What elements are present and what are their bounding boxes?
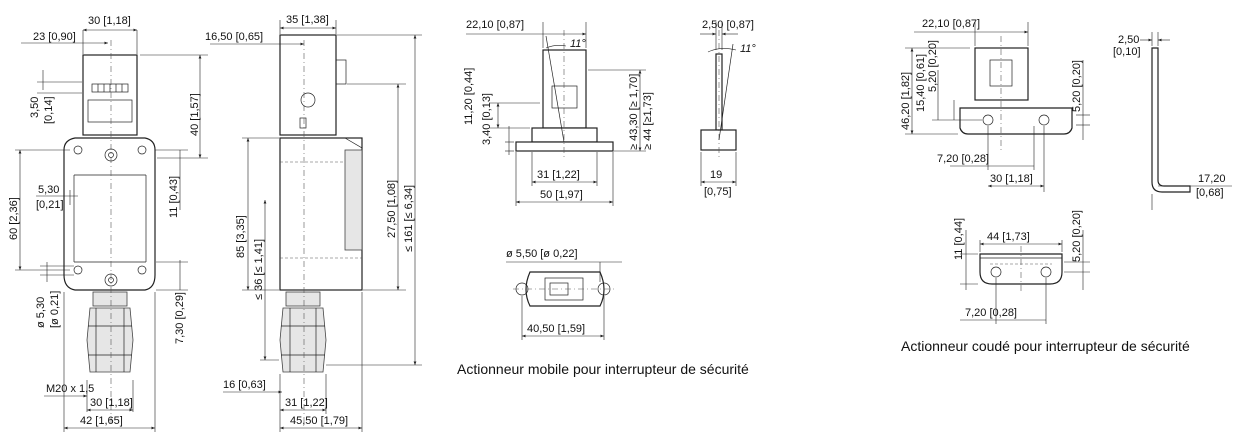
switch-front-view: 30 [1,18] 23 [0,90] 3,50 [0,14] 40 [1,57…	[8, 15, 208, 432]
screw-icon	[300, 92, 316, 108]
mobile-actuator-front: 22,10 [0,87] 11° 11,20 [0,44] 3,40 [0,13…	[463, 19, 654, 206]
cable-gland	[86, 307, 134, 373]
actuator-base	[515, 141, 614, 152]
dim-label: [0,21]	[36, 199, 64, 211]
dim-label: 7,20 [0,28]	[965, 307, 1017, 319]
dim-label: ø 5,30	[35, 297, 47, 328]
angled-base	[959, 107, 1073, 135]
dim-label: [0,10]	[1113, 46, 1141, 58]
dim-label: [0,75]	[704, 186, 732, 198]
mounting-hole-icon	[990, 266, 1002, 278]
caption-angled-actuator: Actionneur coudé pour interrupteur de sé…	[901, 338, 1190, 354]
dim-label: 35 [1,38]	[286, 14, 329, 26]
dim-label: 16,50 [0,65]	[205, 31, 263, 43]
dim-label: 44 [1,73]	[987, 231, 1030, 243]
mounting-hole-icon	[137, 265, 147, 275]
dim-label: 11 [0,44]	[953, 218, 965, 260]
dim-label: 23 [0,90]	[33, 31, 76, 43]
dim-label: 5,20 [0,20]	[1071, 210, 1083, 262]
mounting-hole-icon	[1038, 114, 1050, 126]
dim-label: 42 [1,65]	[80, 415, 123, 427]
mobile-actuator-top: ø 5,50 [ø 0,22] 40,50 [1,59]	[506, 248, 622, 340]
cable-gland	[279, 307, 327, 373]
mounting-hole-icon	[982, 114, 994, 126]
dim-label: 30 [1,18]	[990, 173, 1033, 185]
dim-label: 45,50 [1,79]	[290, 415, 348, 427]
mounting-hole-icon	[137, 145, 147, 155]
dim-label: 3,40 [0,13]	[481, 93, 493, 145]
dim-label: 5,30	[38, 184, 59, 196]
dim-label: 17,20	[1198, 173, 1226, 185]
dim-label: 31 [1,22]	[537, 169, 580, 181]
dim-label: ≤ 36 [≤ 1,41]	[253, 239, 265, 300]
dim-label: 2,50 [0,87]	[702, 19, 754, 31]
mounting-hole-icon	[73, 265, 83, 275]
dim-label: 5,20 [0,20]	[1071, 60, 1083, 112]
dim-label: 22,10 [0,87]	[466, 19, 524, 31]
actuator-tongue	[542, 49, 587, 129]
caption-mobile-actuator: Actionneur mobile pour interrupteur de s…	[457, 361, 749, 377]
dim-label: ≥ 43,30 [≥ 1,70]	[628, 74, 640, 150]
mounting-hole-icon	[73, 145, 83, 155]
angled-tongue	[974, 47, 1029, 101]
dim-label: ≤ 161 [≤ 6,34]	[403, 185, 415, 252]
dim-label: 85 [3,35]	[235, 215, 247, 258]
dim-label: ≥ 44 [≥1,73]	[642, 92, 654, 150]
dim-label: 40,50 [1,59]	[527, 323, 585, 335]
dim-label: 22,10 [0,87]	[922, 18, 980, 30]
dim-label: 30 [1,18]	[90, 397, 133, 409]
switch-head	[82, 54, 138, 136]
dim-label: [ø 0,21]	[49, 291, 61, 328]
mobile-actuator-side: 2,50 [0,87] 11° 19 [0,75]	[700, 19, 756, 198]
dim-label: 11,20 [0,44]	[463, 68, 475, 125]
dim-label: 11°	[570, 38, 586, 50]
dim-label: 19	[710, 169, 722, 181]
dim-label: [0,68]	[1196, 187, 1224, 199]
dim-label: 11°	[740, 43, 756, 55]
dim-label: 3,50	[29, 97, 41, 118]
switch-body	[63, 137, 156, 291]
dim-label: 50 [1,97]	[540, 189, 583, 201]
angled-actuator-side: 2,50 [0,10] 17,20 [0,68]	[1113, 32, 1232, 210]
switch-side-view: 35 [1,38] 16,50 [0,65] 85 [3,35] ≤ 36 [≤…	[205, 14, 422, 432]
dim-label: 2,50	[1118, 34, 1139, 46]
dim-label: 46,20 [1,82]	[900, 72, 912, 130]
dim-label: 15,40 [0,61]	[915, 54, 927, 112]
mounting-hole-icon	[1040, 266, 1052, 278]
angled-actuator-top: 11 [0,44] 44 [1,73] 5,20 [0,20] 7,20 [0,…	[953, 210, 1090, 324]
dim-label: 7,30 [0,29]	[174, 292, 186, 344]
cable-gland-nut	[285, 291, 321, 307]
dim-label: ø 5,50 [ø 0,22]	[506, 248, 578, 260]
dim-label: 11 [0,43]	[168, 176, 180, 218]
dim-label: M20 x 1,5	[46, 383, 94, 395]
angled-bracket-side	[1151, 47, 1191, 193]
dim-label: 40 [1,57]	[189, 93, 201, 136]
actuator-side-base	[700, 129, 737, 151]
dim-label: 30 [1,18]	[88, 15, 131, 27]
dim-label: 7,20 [0,28]	[937, 153, 989, 165]
dim-label: 5,20 [0,20]	[927, 40, 939, 92]
dim-label: 60 [2,36]	[8, 197, 20, 240]
cable-gland-nut	[92, 291, 128, 307]
angled-actuator-front: 22,10 [0,87] 46,20 [1,82] 15,40 [0,61] 5…	[900, 18, 1090, 192]
switch-head-side	[279, 34, 337, 136]
dim-label: 16 [0,63]	[223, 379, 266, 391]
dim-label: [0,14]	[43, 96, 55, 124]
dim-label: 27,50 [1,08]	[386, 180, 398, 238]
dim-label: 31 [1,22]	[285, 397, 328, 409]
